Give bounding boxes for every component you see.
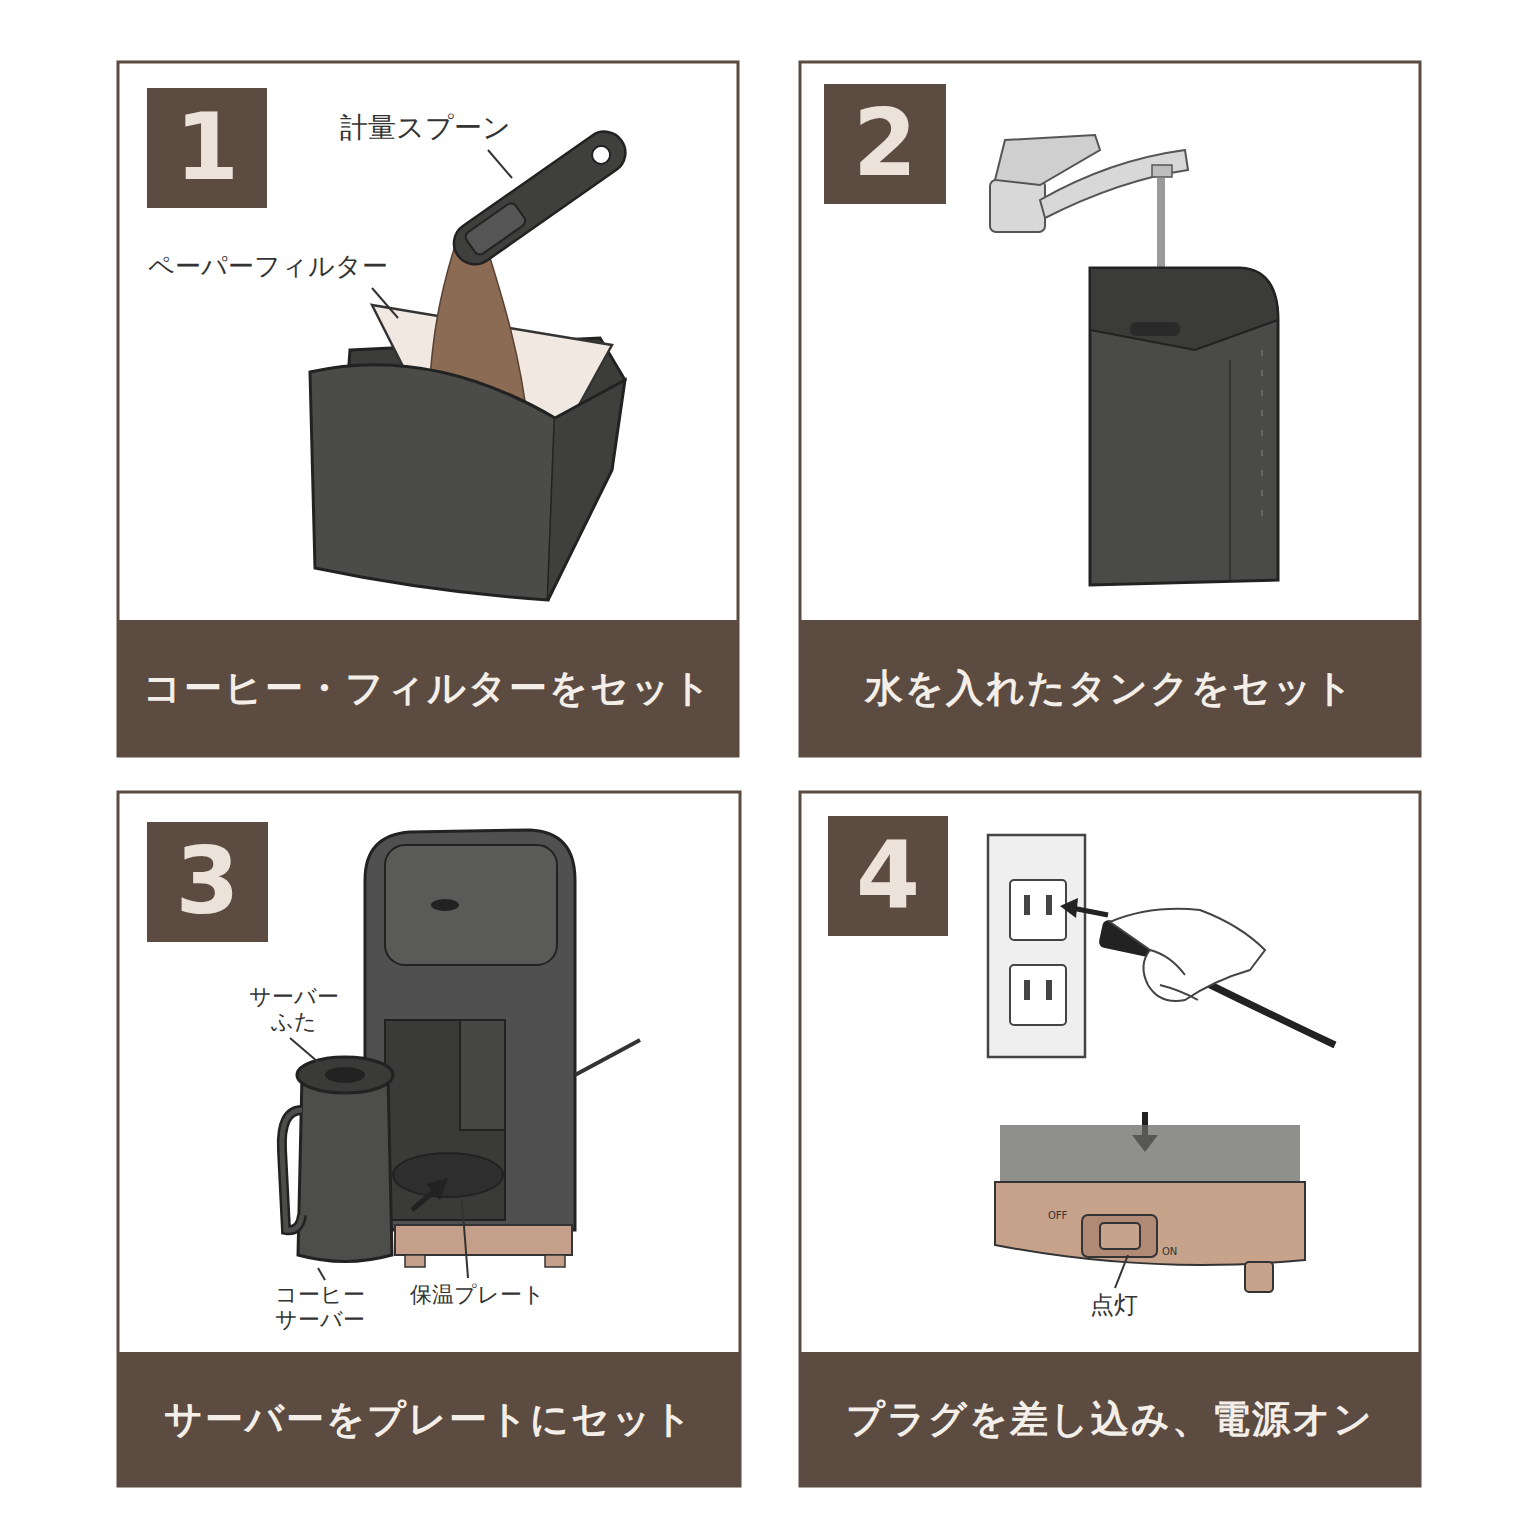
step-number: 2 (853, 98, 917, 190)
caption-band: プラグを差し込み、電源オン (800, 1352, 1420, 1486)
step-number: 3 (175, 836, 239, 928)
filter-holder-drawing (310, 123, 634, 600)
step-number: 4 (856, 830, 920, 922)
part-label: コーヒー サーバー (272, 1282, 369, 1333)
step-number-badge: 4 (828, 816, 948, 936)
step-number-badge: 3 (147, 822, 268, 942)
step-caption: サーバーをプレートにセット (164, 1394, 694, 1445)
caption-band: コーヒー・フィルターをセット (118, 620, 738, 756)
panel-frame (118, 62, 738, 756)
step-caption: 水を入れたタンクをセット (865, 663, 1355, 714)
step-caption: コーヒー・フィルターをセット (143, 663, 713, 714)
step-number-badge: 1 (147, 88, 267, 208)
machine-server-drawing (282, 830, 640, 1280)
step-number: 1 (175, 102, 239, 194)
part-label: 点灯 (1090, 1292, 1138, 1320)
switch-label: ON (1162, 1246, 1177, 1258)
step-caption: プラグを差し込み、電源オン (846, 1394, 1374, 1445)
step-number-badge: 2 (824, 84, 946, 204)
caption-band: 水を入れたタンクをセット (800, 620, 1420, 756)
switch-label: OFF (1048, 1210, 1067, 1222)
faucet-tank-drawing (990, 135, 1278, 585)
part-label: ペーパーフィルター (148, 252, 388, 282)
outlet-plug-drawing (988, 835, 1335, 1292)
part-label: 計量スプーン (340, 112, 511, 144)
panel-frame (118, 792, 740, 1486)
part-label: 保温プレート (410, 1282, 545, 1307)
part-label: サーバー ふた (246, 984, 343, 1035)
panel-frame (800, 62, 1420, 756)
panel-frame (800, 792, 1420, 1486)
caption-band: サーバーをプレートにセット (118, 1352, 740, 1486)
